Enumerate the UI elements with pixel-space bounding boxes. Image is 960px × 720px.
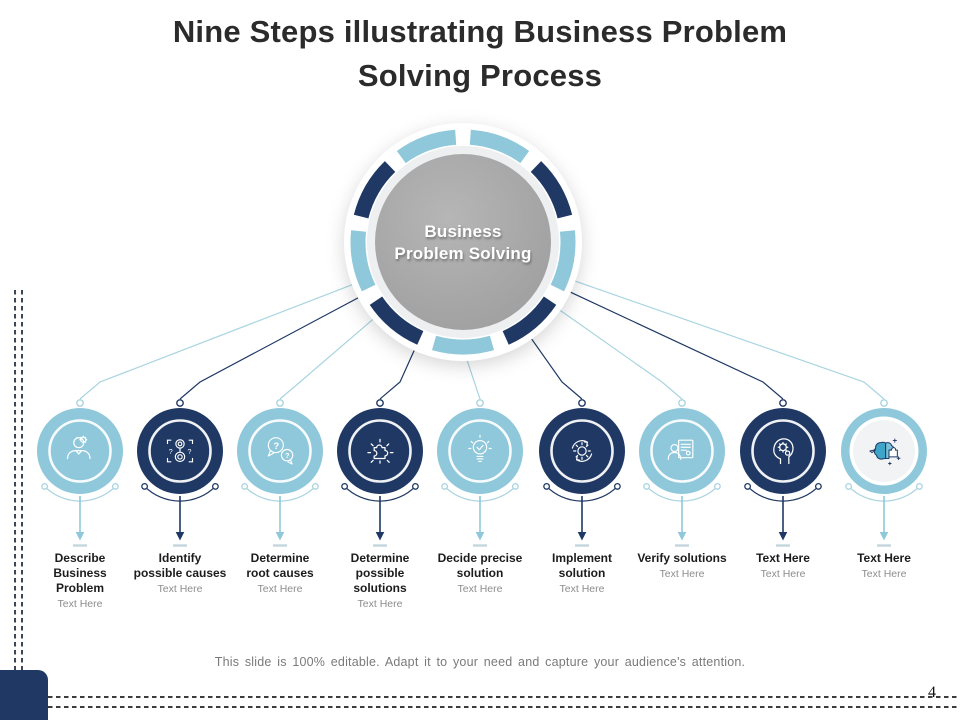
step-label-3: Determine root causes Text Here bbox=[230, 551, 330, 595]
svg-text:?: ? bbox=[169, 448, 173, 456]
step-title: Determine root causes bbox=[246, 551, 314, 580]
step-label-2: Identify possible causes Text Here bbox=[130, 551, 230, 595]
left-dashed-line bbox=[14, 290, 16, 670]
step-label-7: Verify solutions Text Here bbox=[632, 551, 732, 580]
step-subtitle: Text Here bbox=[57, 598, 103, 610]
step-circle-6 bbox=[539, 408, 625, 494]
step-label-9: Text Here Text Here bbox=[834, 551, 934, 580]
step-title: Text Here bbox=[756, 551, 810, 565]
step-subtitle: Text Here bbox=[157, 583, 203, 595]
svg-text:?: ? bbox=[273, 441, 279, 452]
page-number: 4 bbox=[928, 684, 936, 701]
step-label-8: Text Here Text Here bbox=[733, 551, 833, 580]
brain-parts-icon bbox=[869, 438, 901, 466]
svg-text:?: ? bbox=[285, 451, 290, 460]
puzzle-burst-icon bbox=[367, 438, 394, 464]
bottom-dashed-line bbox=[48, 696, 960, 698]
footer-note: This slide is 100% editable. Adapt it to… bbox=[214, 655, 746, 669]
svg-text:?: ? bbox=[188, 448, 192, 456]
hub-circle bbox=[344, 123, 582, 361]
step-subtitle: Text Here bbox=[559, 583, 605, 595]
step-subtitle: Text Here bbox=[659, 568, 705, 580]
step-label-1: Describe Business Problem Text Here bbox=[30, 551, 130, 610]
step-title: Implement solution bbox=[551, 551, 612, 580]
step-label-4: Determine possible solutions Text Here bbox=[330, 551, 430, 610]
hub-title: Business Problem Solving bbox=[394, 222, 532, 264]
step-label-6: Implement solution Text Here bbox=[532, 551, 632, 595]
corner-accent-block bbox=[0, 670, 48, 720]
step-subtitle: Text Here bbox=[457, 583, 503, 595]
step-subtitle: Text Here bbox=[257, 583, 303, 595]
step-title: Identify possible causes bbox=[133, 551, 227, 580]
step-subtitle: Text Here bbox=[760, 568, 806, 580]
step-title: Decide precise solution bbox=[437, 551, 523, 580]
gear-sync-icon bbox=[571, 440, 593, 462]
bulb-check-icon bbox=[468, 434, 492, 462]
slide-title: Nine Steps illustrating Business Problem… bbox=[172, 14, 788, 94]
step-circle-5 bbox=[437, 408, 523, 494]
step-circle-7 bbox=[639, 408, 725, 494]
cause-scan-icon: ? ? bbox=[166, 439, 194, 463]
bottom-dashed-line bbox=[48, 706, 960, 708]
step-title: Verify solutions bbox=[637, 551, 727, 565]
step-title: Describe Business Problem bbox=[53, 551, 107, 595]
step-title: Text Here bbox=[857, 551, 911, 565]
left-dashed-line bbox=[21, 290, 23, 670]
step-subtitle: Text Here bbox=[357, 598, 403, 610]
step-circle-4 bbox=[337, 408, 423, 494]
question-bubbles-icon: ? ? bbox=[267, 437, 294, 465]
person-board-icon bbox=[667, 439, 694, 460]
person-gear-icon bbox=[66, 435, 91, 460]
step-label-5: Decide precise solution Text Here bbox=[430, 551, 530, 595]
step-title: Determine possible solutions bbox=[350, 551, 410, 595]
step-subtitle: Text Here bbox=[861, 568, 907, 580]
head-gears-icon bbox=[773, 438, 794, 465]
